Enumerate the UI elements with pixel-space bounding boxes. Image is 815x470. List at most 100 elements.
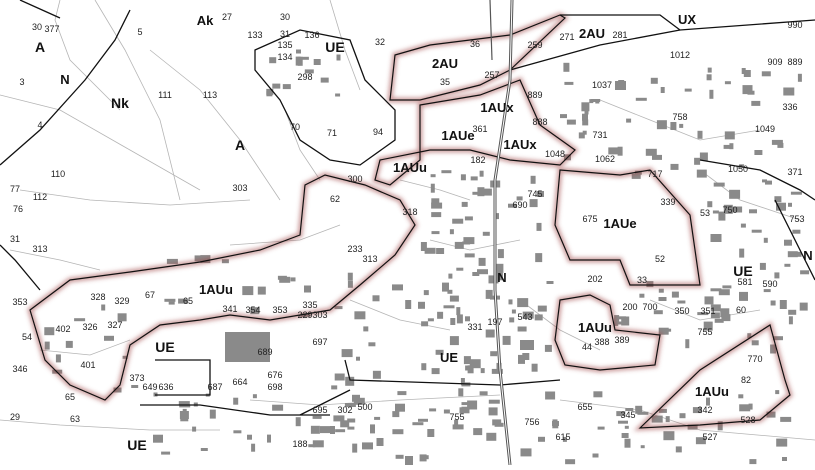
parcel-number: 528 (740, 415, 755, 425)
building (696, 169, 707, 178)
parcel-number: 990 (787, 20, 802, 30)
building (552, 424, 559, 429)
building (582, 113, 588, 121)
parcel-number: 753 (789, 214, 804, 224)
building (520, 448, 532, 457)
parcel-number: 1062 (595, 154, 615, 164)
building (624, 438, 631, 448)
building (233, 430, 242, 434)
building (775, 390, 780, 395)
building (442, 282, 449, 292)
building (304, 285, 311, 293)
building (392, 429, 404, 435)
building (431, 202, 443, 209)
parcel-number: 32 (375, 37, 385, 47)
building (670, 122, 677, 130)
building (652, 154, 662, 160)
zone-label: 1AUu (393, 160, 427, 175)
building (395, 403, 405, 412)
parcel-number: 615 (555, 432, 570, 442)
building (352, 443, 358, 453)
zone-label: 2AU (579, 26, 605, 41)
building (74, 318, 86, 322)
building (761, 71, 771, 77)
building (788, 309, 797, 315)
parcel-number: 82 (741, 375, 751, 385)
building (347, 272, 353, 281)
parcel-number: 136 (304, 30, 319, 40)
parcel-number: 377 (44, 24, 59, 34)
building (656, 120, 667, 130)
building (658, 288, 664, 293)
zone-label: Ak (197, 13, 214, 28)
building (221, 259, 229, 264)
building (44, 341, 50, 350)
building (55, 354, 61, 363)
zone-label: 1AUu (578, 320, 612, 335)
parcel-number: 53 (700, 208, 710, 218)
building (405, 456, 413, 465)
building (743, 70, 751, 77)
building (490, 351, 498, 357)
parcel-number: 755 (697, 327, 712, 337)
parcel-number: 353 (12, 297, 27, 307)
building (536, 222, 542, 231)
building (723, 144, 732, 149)
building (658, 327, 669, 335)
building (496, 263, 504, 273)
building (372, 370, 381, 379)
parcel-number: 27 (222, 12, 232, 22)
building (424, 247, 436, 254)
building (473, 428, 483, 436)
building (482, 231, 490, 236)
parcel-number: 675 (582, 214, 597, 224)
zone-label: UX (678, 12, 696, 27)
building (392, 411, 400, 418)
building (766, 411, 776, 418)
parcel-number: 695 (312, 405, 327, 415)
building (774, 272, 780, 279)
zone-label: N (497, 270, 506, 285)
building (517, 298, 529, 308)
building (347, 426, 355, 430)
building (718, 211, 726, 221)
building (450, 318, 456, 325)
parcel-number: 36 (470, 39, 480, 49)
building (478, 257, 486, 266)
zone-label: 1AUe (603, 216, 636, 231)
building (431, 198, 440, 204)
building (449, 229, 454, 235)
building (718, 289, 730, 296)
parcel-number: 62 (330, 194, 340, 204)
building (663, 431, 675, 441)
building (480, 368, 485, 374)
building (485, 289, 493, 299)
building (131, 385, 139, 388)
building (626, 118, 632, 123)
parcel-number: 303 (232, 183, 247, 193)
parcel-number: 271 (559, 32, 574, 42)
building (660, 87, 665, 93)
building (267, 434, 271, 443)
parcel-number: 350 (674, 306, 689, 316)
building (166, 258, 178, 264)
parcel-number: 113 (203, 90, 217, 100)
building (724, 81, 731, 85)
building (582, 119, 589, 126)
building (282, 84, 291, 90)
building (790, 191, 802, 195)
building (310, 425, 320, 434)
building (774, 196, 782, 203)
parcel-number: 188 (292, 439, 307, 449)
parcel-number: 4 (37, 120, 42, 130)
building (252, 394, 257, 399)
building (65, 340, 73, 348)
parcel-number: 63 (70, 414, 80, 424)
building (732, 206, 743, 213)
building (748, 403, 753, 410)
building (675, 446, 682, 453)
building (677, 300, 686, 304)
building (477, 269, 488, 275)
building (472, 191, 481, 195)
